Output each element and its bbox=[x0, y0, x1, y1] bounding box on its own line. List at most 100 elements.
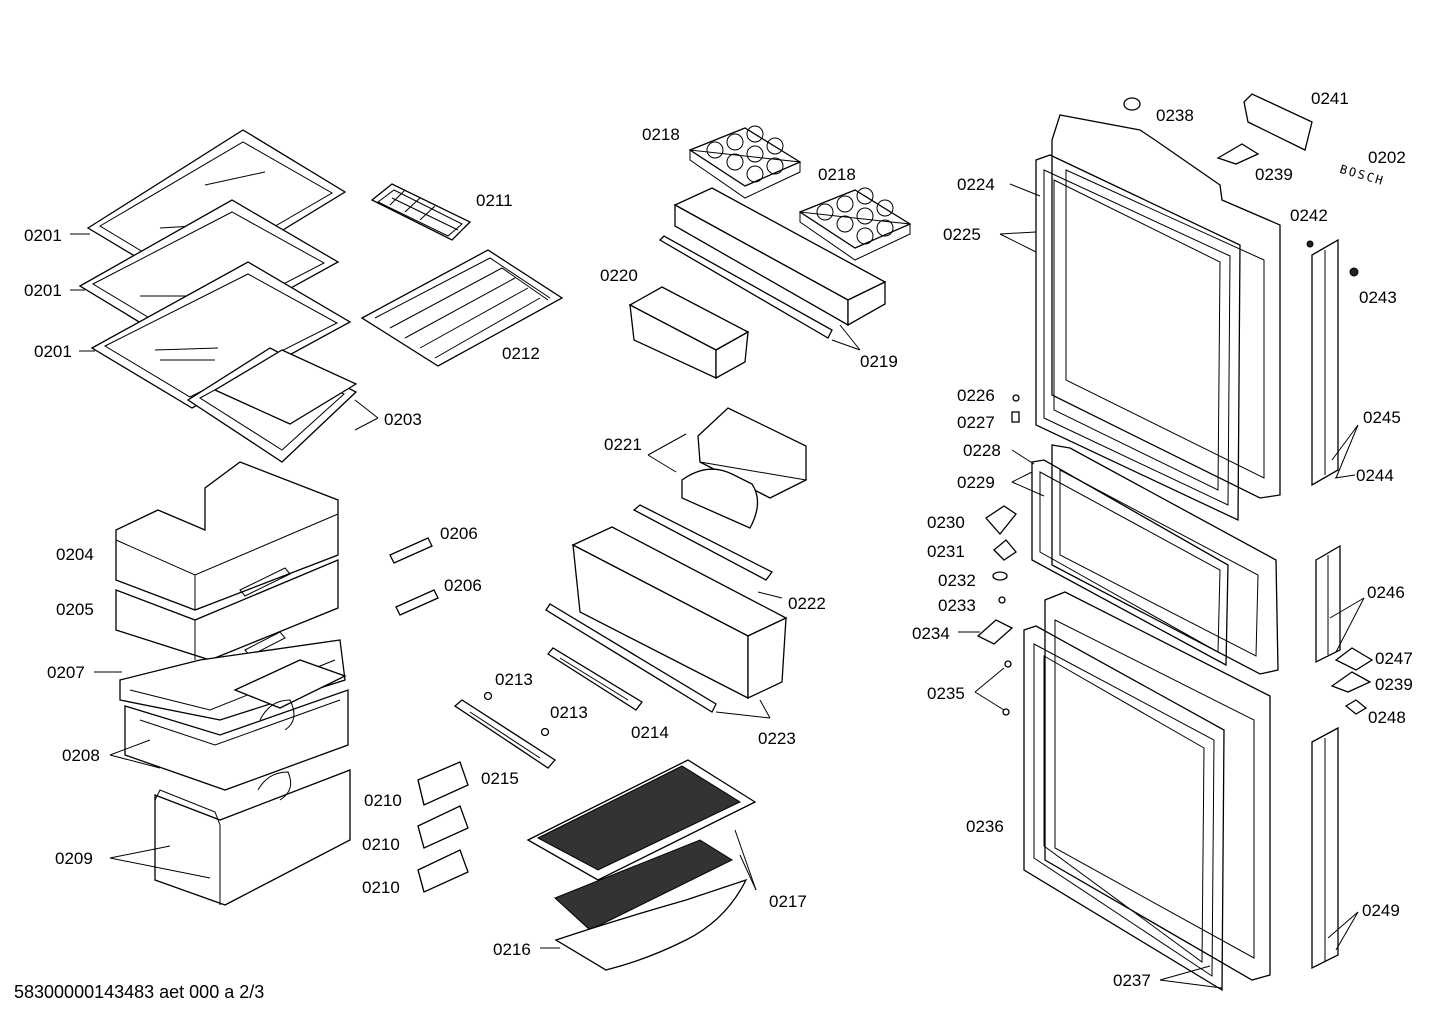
bracket-0234 bbox=[976, 619, 1014, 645]
part-label-0230: 0230 bbox=[927, 513, 965, 532]
pin-0227 bbox=[1011, 411, 1020, 423]
freezer-drawer-0209 bbox=[154, 769, 351, 906]
clip-0210-a bbox=[417, 761, 469, 806]
part-label-0203: 0203 bbox=[384, 410, 422, 429]
part-label-0229: 0229 bbox=[957, 473, 995, 492]
egg-tray-0218-b bbox=[798, 187, 912, 261]
plug-0238 bbox=[1123, 97, 1141, 111]
pin-0235-b bbox=[1002, 708, 1010, 716]
part-label-0231: 0231 bbox=[927, 542, 965, 561]
screw-0213-a bbox=[483, 691, 493, 701]
part-label-0234: 0234 bbox=[912, 624, 950, 643]
clip-0210-c bbox=[417, 849, 469, 893]
part-label-0218-a: 0218 bbox=[642, 125, 680, 144]
part-label-0221: 0221 bbox=[604, 435, 642, 454]
part-label-0242: 0242 bbox=[1290, 206, 1328, 225]
part-label-0248: 0248 bbox=[1368, 708, 1406, 727]
part-label-0217: 0217 bbox=[769, 892, 807, 911]
door-shelf-0219 bbox=[673, 187, 887, 327]
handle-0241 bbox=[1243, 93, 1313, 151]
part-label-0206-b: 0206 bbox=[444, 576, 482, 595]
part-label-0211: 0211 bbox=[476, 191, 513, 210]
part-label-0226: 0226 bbox=[957, 386, 995, 405]
part-label-0235: 0235 bbox=[927, 684, 965, 703]
part-label-0216: 0216 bbox=[493, 940, 531, 959]
shelf-strip-0219 bbox=[658, 235, 833, 339]
part-label-0212: 0212 bbox=[502, 344, 540, 363]
part-0247 bbox=[1334, 647, 1374, 671]
part-label-0223: 0223 bbox=[758, 729, 796, 748]
screw-0226 bbox=[1012, 394, 1020, 402]
pin-0235-a bbox=[1004, 660, 1012, 668]
part-label-0213-b: 0213 bbox=[550, 703, 588, 722]
strip-0206-a bbox=[389, 537, 433, 564]
egg-tray-insert bbox=[360, 249, 564, 367]
part-label-0241: 0241 bbox=[1311, 89, 1349, 108]
flap-0222 bbox=[632, 504, 773, 581]
screw-0242 bbox=[1306, 240, 1314, 248]
part-label-0202: 0202 bbox=[1368, 148, 1406, 167]
bracket-0231 bbox=[993, 539, 1017, 561]
part-label-0244: 0244 bbox=[1356, 466, 1394, 485]
document-code: 58300000143483 aet 000 a 2/3 bbox=[14, 982, 265, 1002]
leader-lines bbox=[70, 183, 1365, 989]
small-bin-0220 bbox=[628, 286, 750, 380]
glass-shelf-bottom bbox=[90, 261, 352, 409]
hinge-0245 bbox=[1311, 238, 1339, 487]
part-label-0239-b: 0239 bbox=[1375, 675, 1413, 694]
part-label-0208: 0208 bbox=[62, 746, 100, 765]
part-label-0204: 0204 bbox=[56, 545, 94, 564]
part-label-0205: 0205 bbox=[56, 600, 94, 619]
clip-0210-b bbox=[417, 805, 469, 849]
bottle-shelf-0223 bbox=[571, 526, 788, 700]
part-label-0232: 0232 bbox=[938, 571, 976, 590]
part-label-0201-c: 0201 bbox=[34, 342, 72, 361]
part-label-0233: 0233 bbox=[938, 596, 976, 615]
part-label-0218-b: 0218 bbox=[818, 165, 856, 184]
part-label-0210-b: 0210 bbox=[362, 835, 400, 854]
cover-0216 bbox=[554, 878, 748, 971]
cover-0239-b bbox=[1330, 671, 1372, 693]
part-label-0220: 0220 bbox=[600, 266, 638, 285]
fridge-door-0224 bbox=[1051, 114, 1281, 499]
cover-0239-a bbox=[1216, 143, 1260, 165]
shelf-strip-0223 bbox=[545, 603, 717, 713]
gasket-0229 bbox=[1031, 459, 1229, 667]
part-label-0246: 0246 bbox=[1367, 583, 1405, 602]
hinge-0249 bbox=[1311, 726, 1339, 970]
door-gasket-0225 bbox=[1035, 154, 1241, 522]
part-label-0236: 0236 bbox=[966, 817, 1004, 836]
part-label-0210-c: 0210 bbox=[362, 878, 400, 897]
part-label-0247: 0247 bbox=[1375, 649, 1413, 668]
part-label-0227: 0227 bbox=[957, 413, 995, 432]
butter-box-0221 bbox=[681, 407, 808, 529]
part-label-0239-a: 0239 bbox=[1255, 165, 1293, 184]
part-label-0215: 0215 bbox=[481, 769, 519, 788]
part-label-0243: 0243 bbox=[1359, 288, 1397, 307]
screw-0233 bbox=[998, 596, 1006, 604]
grille-0217-b bbox=[554, 839, 734, 931]
part-label-0238: 0238 bbox=[1156, 106, 1194, 125]
part-label-0201-b: 0201 bbox=[24, 281, 62, 300]
hinge-0246 bbox=[1315, 544, 1341, 664]
drawer-0204 bbox=[115, 461, 339, 611]
screw-0213-b bbox=[540, 727, 550, 737]
crisper-frame-0207 bbox=[119, 639, 347, 721]
ice-cube-tray bbox=[370, 183, 472, 241]
part-label-0224: 0224 bbox=[957, 175, 995, 194]
part-label-0206-a: 0206 bbox=[440, 524, 478, 543]
gasket-0237 bbox=[1023, 625, 1225, 992]
part-label-0228: 0228 bbox=[963, 441, 1001, 460]
part-label-0222: 0222 bbox=[788, 594, 826, 613]
strip-0206-b bbox=[395, 589, 439, 616]
egg-tray-0218-a bbox=[688, 125, 802, 199]
part-label-0249: 0249 bbox=[1362, 901, 1400, 920]
part-label-0237: 0237 bbox=[1113, 971, 1151, 990]
screw-0243 bbox=[1349, 267, 1359, 277]
shelf-frame-0203 bbox=[186, 347, 358, 463]
part-label-0225: 0225 bbox=[943, 225, 981, 244]
bracket-0230 bbox=[985, 505, 1017, 536]
part-0248 bbox=[1344, 699, 1368, 715]
